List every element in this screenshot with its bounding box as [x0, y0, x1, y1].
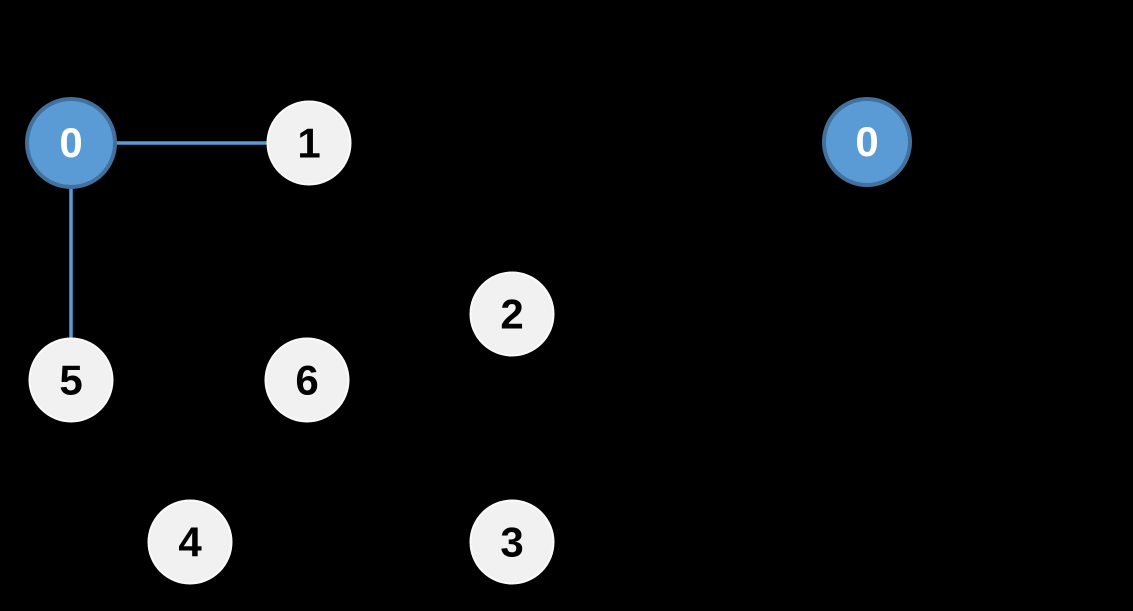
graph-node-left-2: 2 [469, 271, 555, 357]
graph-node-label: 5 [59, 356, 83, 403]
graph-node-label: 0 [59, 119, 83, 166]
graph-node-left-0: 0 [25, 97, 117, 189]
graph-node-left-4: 4 [147, 499, 233, 585]
graph-node-label: 6 [295, 356, 319, 403]
graph-node-label: 4 [178, 518, 202, 565]
graph-node-label: 0 [855, 118, 879, 165]
graph-node-right-0: 0 [822, 97, 912, 187]
graph-node-label: 1 [297, 119, 321, 166]
graph-node-left-1: 1 [266, 100, 352, 186]
graph-node-left-3: 3 [469, 499, 555, 585]
graph-node-left-5: 5 [28, 337, 114, 423]
graph-node-label: 2 [500, 290, 524, 337]
graph-node-label: 3 [500, 518, 524, 565]
graph-node-left-6: 6 [264, 337, 350, 423]
